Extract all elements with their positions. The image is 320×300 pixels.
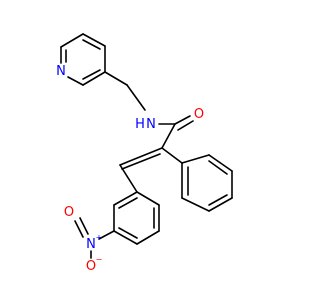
bond [208,160,228,175]
bond [82,39,101,50]
bond [82,69,101,80]
bond [181,154,210,164]
nitro-oxygen-charge: − [96,255,103,264]
bond [174,115,191,125]
bond [161,123,176,149]
bond [177,120,194,131]
bonds [60,33,233,259]
bond [67,76,84,86]
bond [208,154,233,172]
bond [98,230,115,240]
bond [121,153,161,170]
bond [113,191,138,206]
nitro-oxygen-single-label: O [86,259,96,274]
bond [118,197,138,209]
bond [113,230,138,245]
bond [181,197,210,212]
bond [161,147,183,164]
bond [136,230,160,245]
amide-nitrogen-label: N [146,117,156,132]
bond [208,197,233,212]
nitro-nitrogen-charge: + [96,233,103,242]
nitro-nitrogen-label: N [86,237,96,252]
pyridine-nitrogen-label: N [56,64,66,79]
nitro-oxygen-double-label: O [64,205,74,220]
bond [119,147,163,166]
bond [79,217,89,235]
bond [118,227,138,239]
bond [119,164,138,193]
bond [60,33,84,48]
amide-hydrogen-label: H [135,117,145,132]
bond [82,33,106,47]
bond [104,71,128,86]
bond [208,194,228,206]
bond [82,71,106,86]
bond [74,220,84,238]
atom-labels: N N H O N + O O − [56,64,204,274]
bond [136,191,160,206]
carbonyl-oxygen-label: O [194,107,204,122]
bond [126,84,146,111]
molecule-structure: N N H O N + O O − [56,33,233,274]
